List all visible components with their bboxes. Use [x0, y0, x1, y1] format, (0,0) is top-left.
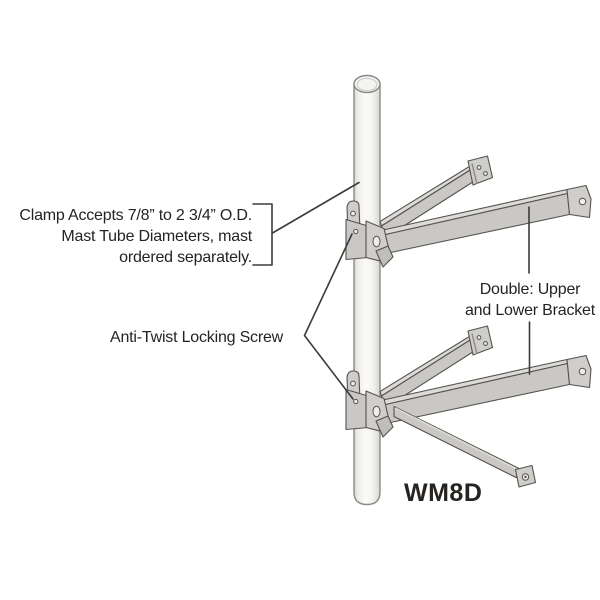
- anti-twist-leader: [303, 233, 354, 400]
- anti-twist-label: Anti-Twist Locking Screw: [110, 329, 284, 346]
- double-bracket-line: and Lower Bracket: [464, 302, 595, 319]
- clamp-note-line: ordered separately.: [119, 249, 252, 266]
- double-bracket-label: Double: Upper and Lower Bracket: [452, 279, 600, 321]
- mast-tube: [353, 74, 381, 506]
- lower-diagonal-brace: [393, 405, 537, 488]
- callout-leaders: [252, 181, 531, 400]
- mast-tube-body: [353, 83, 381, 506]
- product-code-label: WM8D: [404, 479, 483, 507]
- diagonal-flange-hole-center: [524, 475, 527, 479]
- double-bracket-line: Double: Upper: [479, 281, 581, 298]
- clamp-note-line: Clamp Accepts 7/8” to 2 3/4” O.D.: [19, 207, 252, 224]
- upper-clamp-bracket: [345, 155, 592, 268]
- clamp-note-line: Mast Tube Diameters, mast: [61, 228, 252, 245]
- lower-clamp-bracket: [345, 325, 592, 438]
- diagonal-brace-strip: [393, 405, 521, 479]
- clamp-note-bracket: [252, 203, 273, 266]
- clamp-note-leader: [271, 181, 360, 234]
- clamp-note: Clamp Accepts 7/8” to 2 3/4” O.D. Mast T…: [19, 205, 252, 268]
- mast-tube-top-rim: [356, 77, 378, 92]
